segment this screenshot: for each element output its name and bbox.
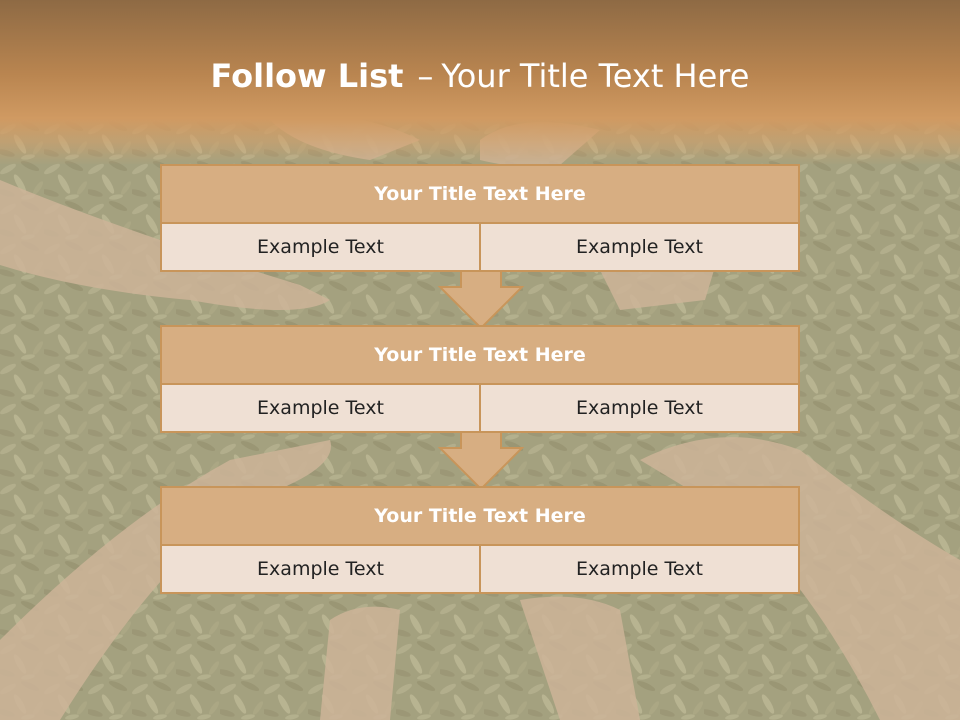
step-cell-left: Example Text	[162, 224, 479, 270]
step-cell-left: Example Text	[162, 546, 479, 592]
down-arrow-icon	[438, 431, 524, 491]
step-box-2: Your Title Text Here Example Text Exampl…	[160, 325, 800, 433]
step-cell-right: Example Text	[481, 385, 798, 431]
step-row: Example Text Example Text	[162, 385, 798, 431]
step-title: Your Title Text Here	[162, 166, 798, 222]
title-rest: Your Title Text Here	[441, 57, 750, 95]
title-bold: Follow List	[210, 57, 404, 95]
step-box-1: Your Title Text Here Example Text Exampl…	[160, 164, 800, 272]
title-separator: –	[417, 57, 434, 95]
step-box-3: Your Title Text Here Example Text Exampl…	[160, 486, 800, 594]
step-title: Your Title Text Here	[162, 327, 798, 383]
step-cell-left: Example Text	[162, 385, 479, 431]
step-cell-right: Example Text	[481, 546, 798, 592]
step-row: Example Text Example Text	[162, 546, 798, 592]
title-band	[0, 0, 960, 165]
step-row: Example Text Example Text	[162, 224, 798, 270]
step-cell-right: Example Text	[481, 224, 798, 270]
slide-title: Follow List–Your Title Text Here	[0, 52, 960, 100]
down-arrow-icon	[438, 270, 524, 330]
step-title: Your Title Text Here	[162, 488, 798, 544]
